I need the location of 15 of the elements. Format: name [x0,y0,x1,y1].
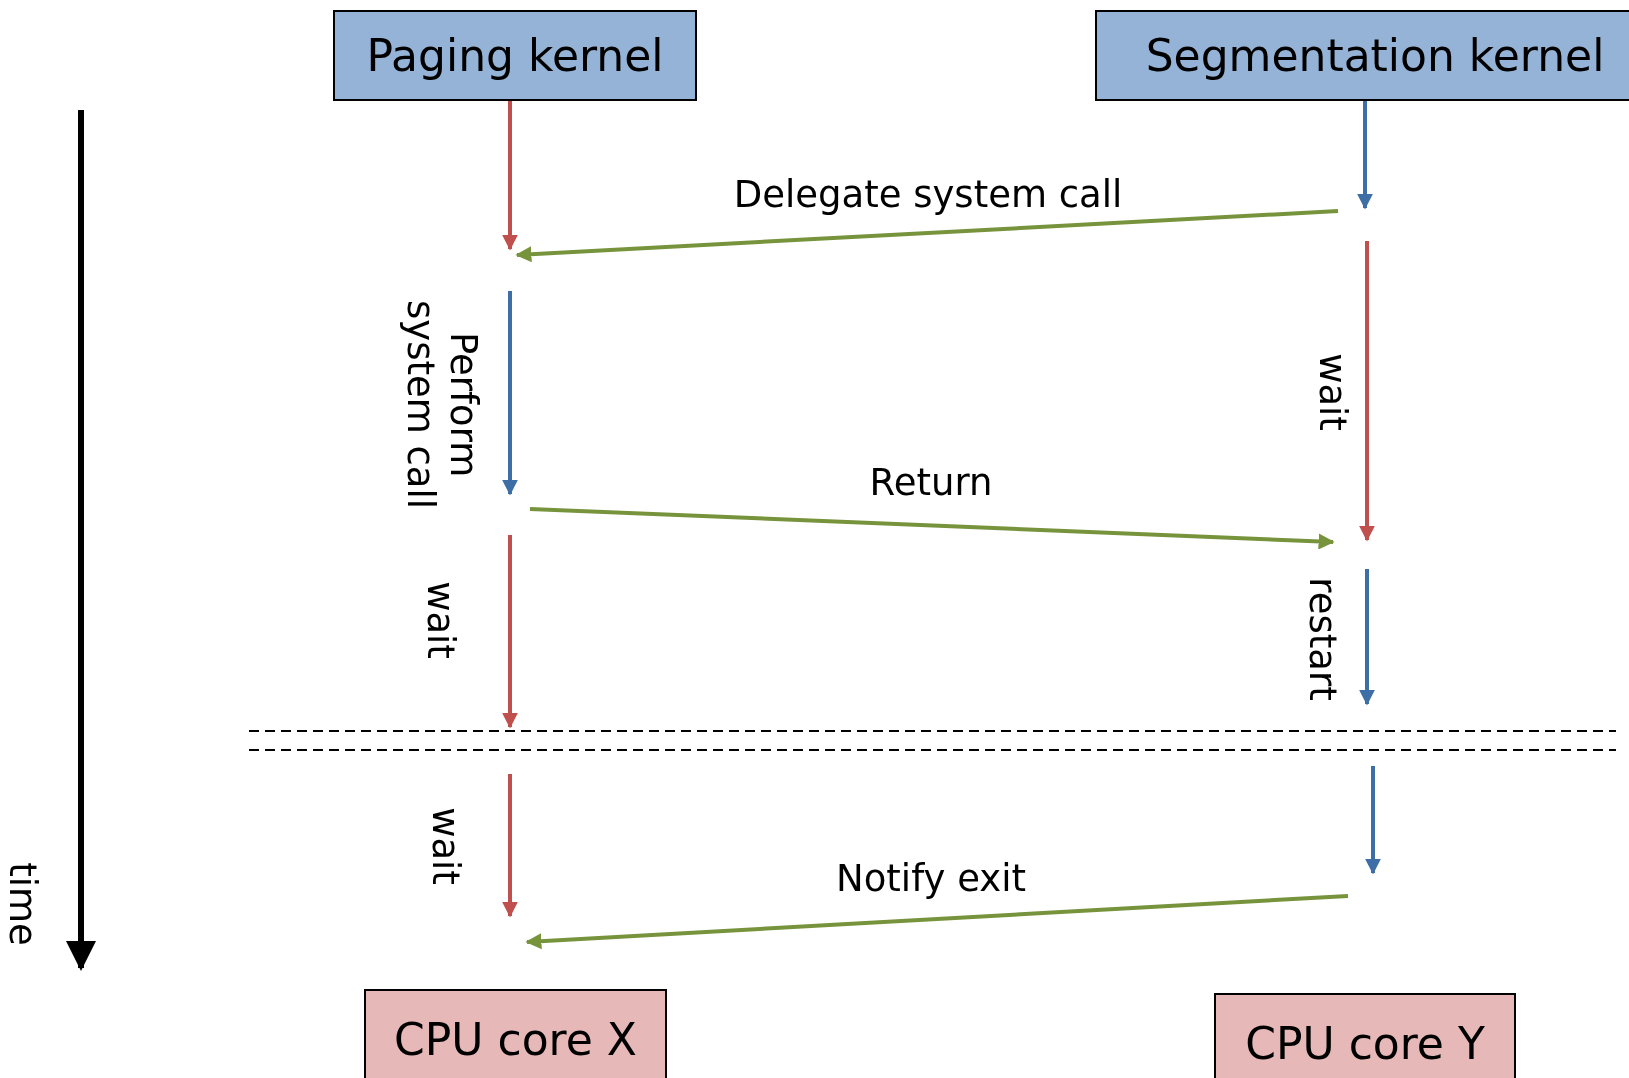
kernel-box: CPU core Y [1214,993,1516,1078]
timeline-arrow [1357,101,1373,210]
message-label: Return [869,461,993,505]
timeline-label: wait [418,581,462,659]
kernel-box: CPU core X [364,989,667,1078]
message-label: Delegate system call [733,173,1123,217]
message-label: Notify exit [836,857,1026,901]
timeline-label: time [0,862,44,946]
timeline-label: restart [1300,577,1344,701]
timeline-label: wait [423,807,467,885]
timeline-label: wait [1310,353,1354,431]
timeline-label: Perform system call [398,299,484,512]
kernel-box: Paging kernel [333,10,697,101]
timeline-arrow [502,101,518,251]
kernel-box: Segmentation kernel [1095,10,1629,101]
